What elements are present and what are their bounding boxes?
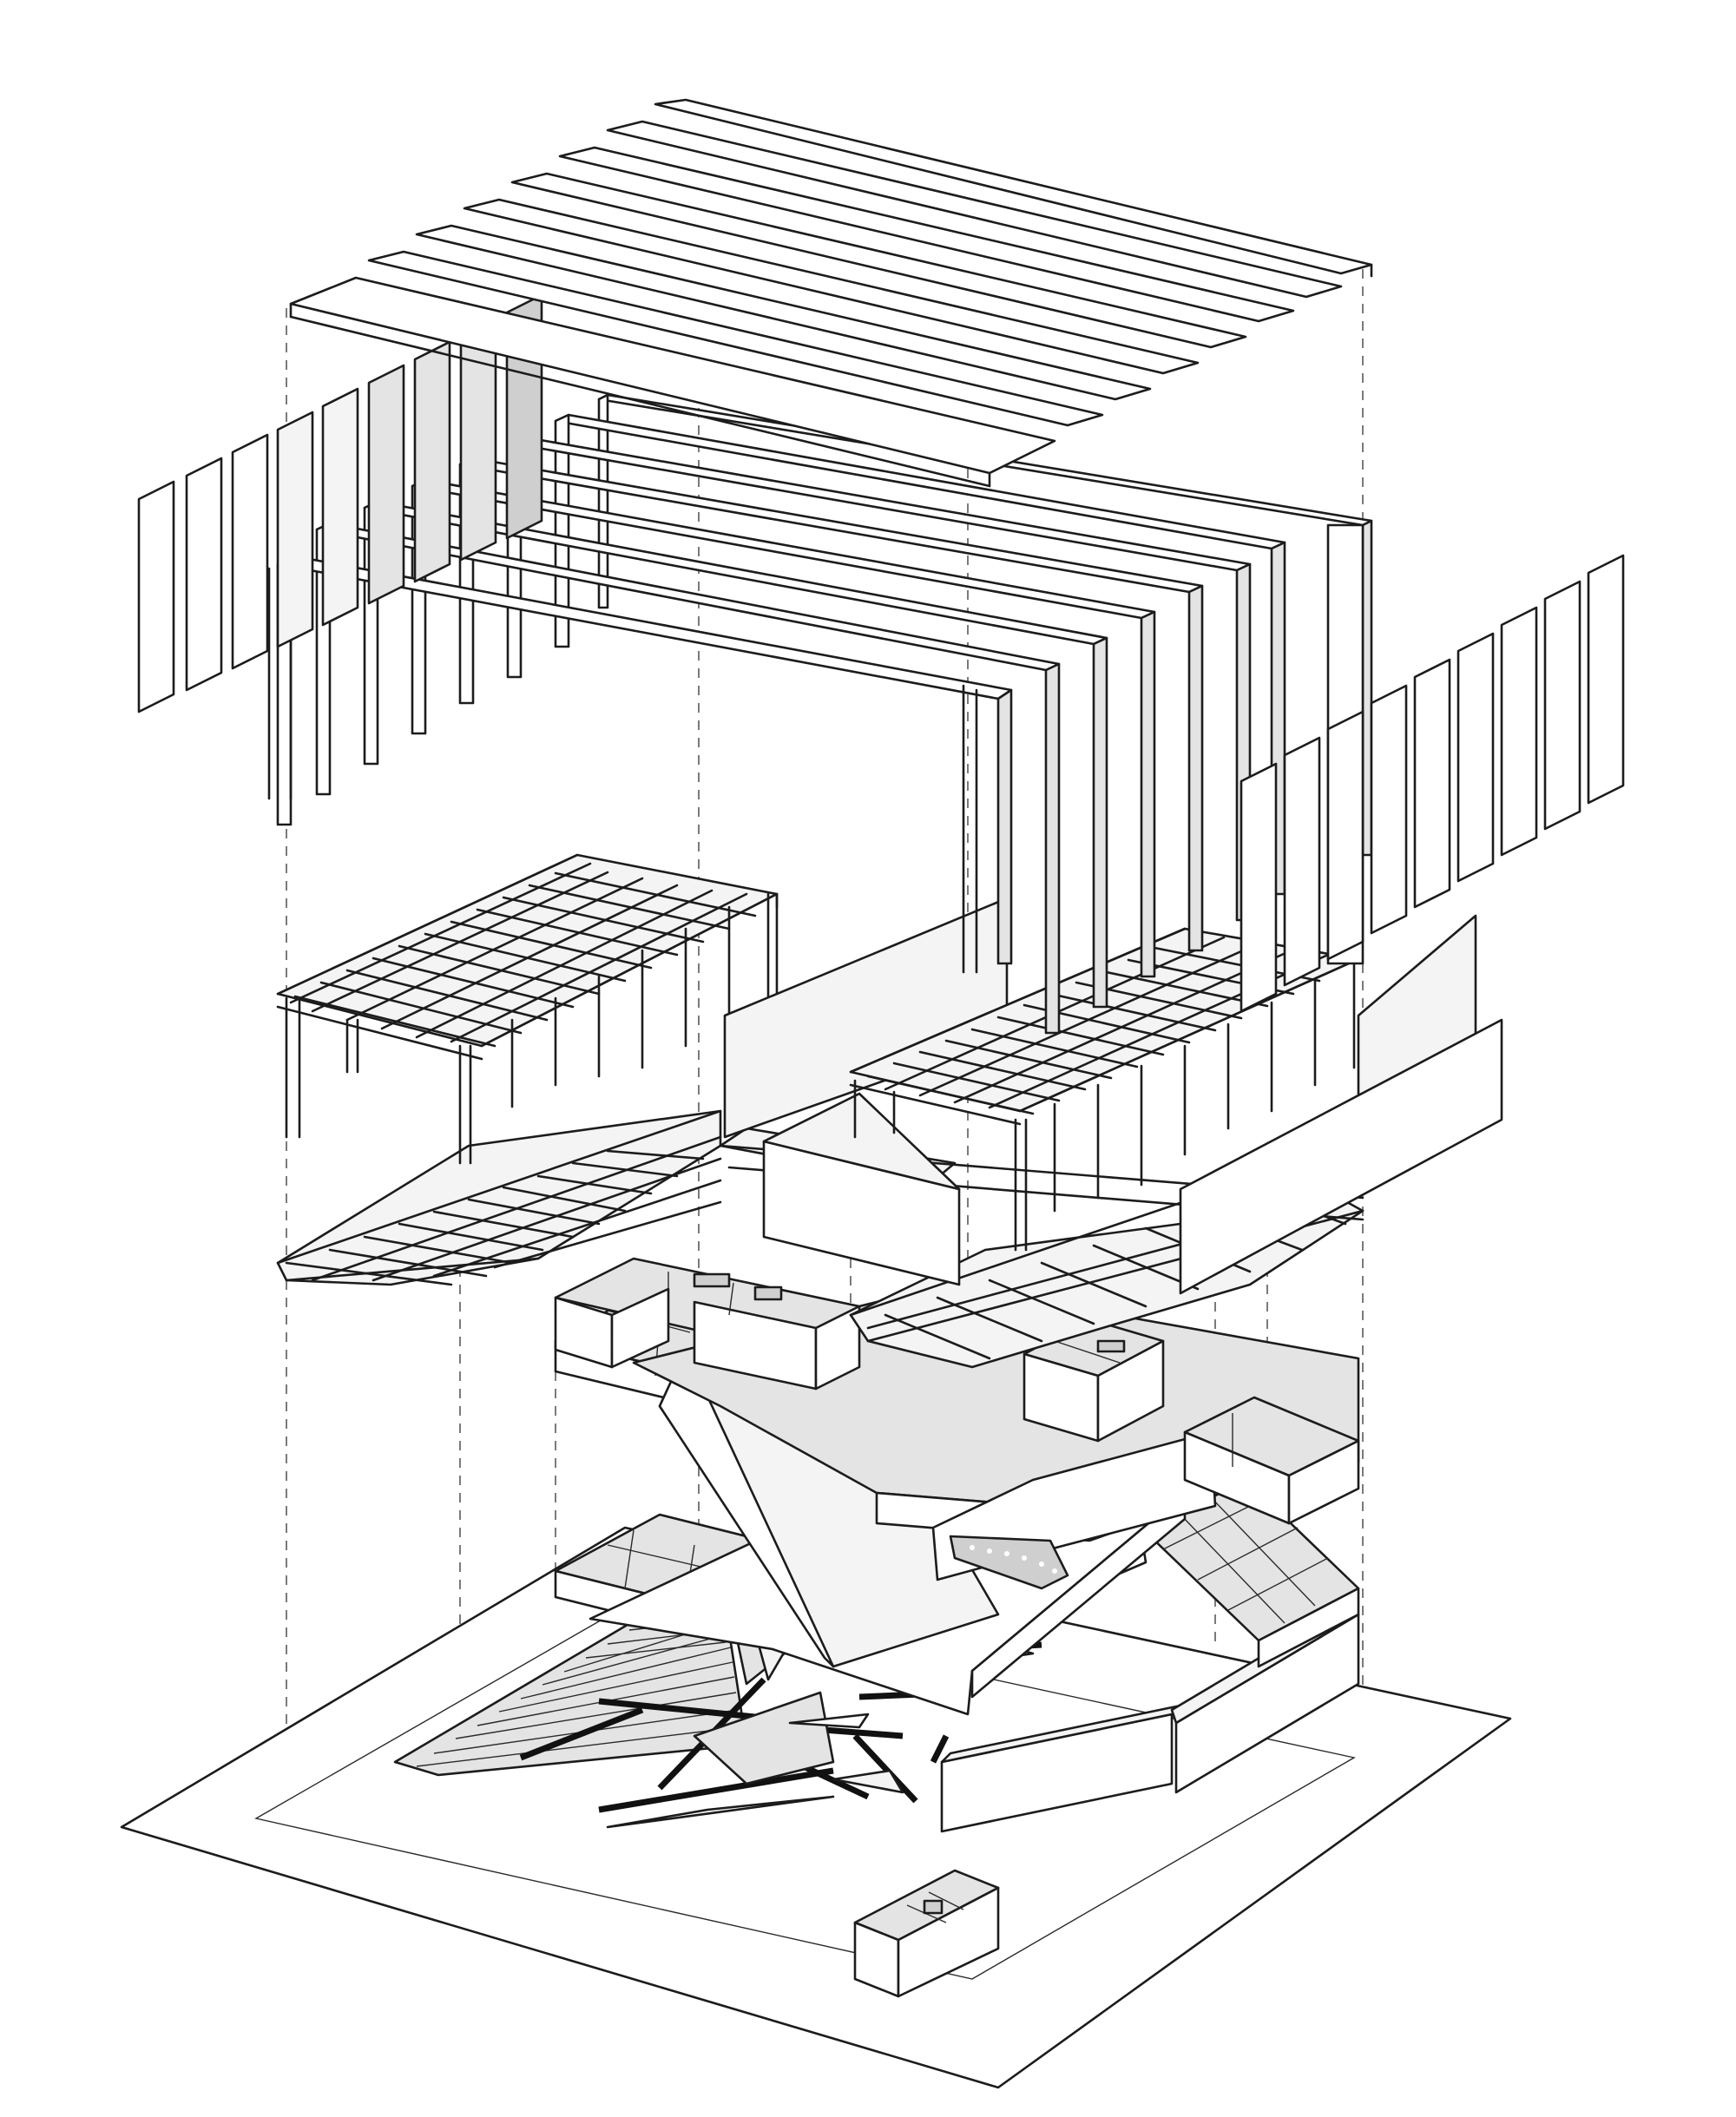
entry-module: [853, 1869, 1000, 1998]
left-facade-panels: [137, 293, 543, 713]
central-partitions: [723, 897, 1009, 1286]
right-side-wall: [1179, 914, 1503, 1295]
perforated-beam: [949, 1535, 1069, 1590]
roof-panels: [289, 98, 1373, 488]
right-facade-panels: [1240, 554, 1625, 1013]
floor-rooms: [554, 1257, 861, 1391]
left-roof-grid: [276, 853, 779, 1061]
right-roof-columns: [853, 960, 1356, 1252]
lower-volume: [554, 1283, 1360, 1668]
left-roof-columns: [285, 892, 779, 1165]
left-lower-grid: [276, 1109, 722, 1286]
